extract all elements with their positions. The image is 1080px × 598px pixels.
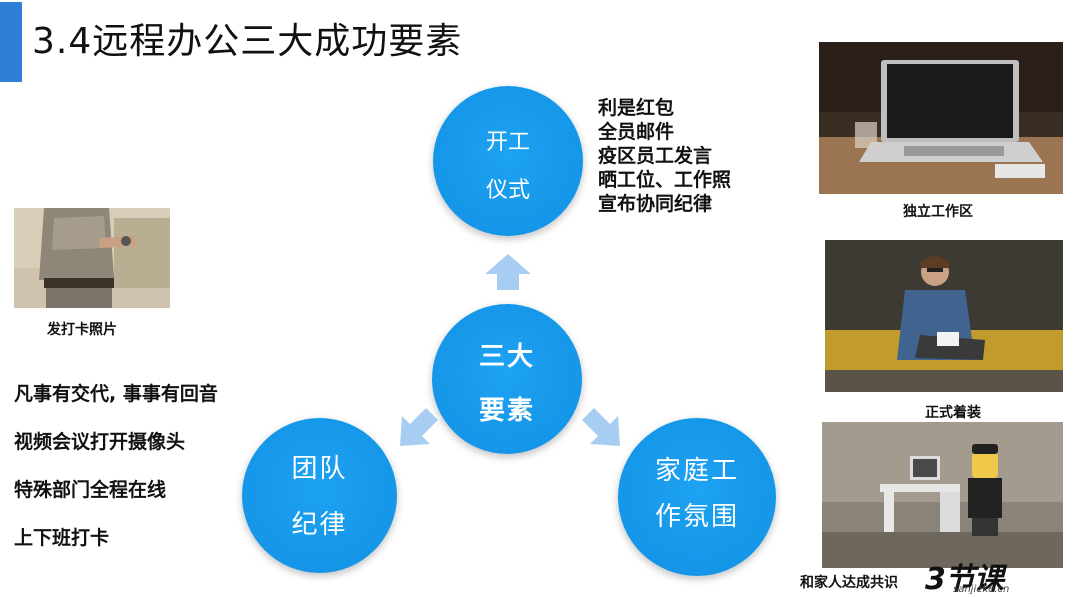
- circle-kaigong-line2: 仪式: [485, 178, 530, 203]
- checkin-photo-caption: 发打卡照片: [47, 322, 117, 338]
- list-item: 宣布协同纪律: [598, 193, 713, 215]
- list-item: 疫区员工发言: [598, 145, 713, 167]
- circle-kaigong-line1: 开工: [485, 130, 530, 155]
- circle-left-line2: 纪律: [291, 510, 348, 540]
- workspace-photo: [819, 42, 1063, 194]
- list-item: 上下班打卡: [14, 527, 110, 549]
- discipline-list: 凡事有交代, 事事有回音 视频会议打开摄像头 特殊部门全程在线 上下班打卡: [14, 370, 218, 562]
- circle-center-line1: 三大: [478, 342, 535, 372]
- circle-center: 三大 要素: [432, 304, 582, 454]
- family-photo-caption: 和家人达成共识: [800, 575, 898, 591]
- logo-url: sanjieke.cn: [953, 584, 1010, 595]
- circle-kaigong: 开工 仪式: [433, 86, 583, 236]
- arrow-up-icon: [485, 254, 531, 290]
- checkin-photo: [14, 208, 170, 308]
- circle-center-line2: 要素: [478, 396, 535, 426]
- slide-title: 3.4远程办公三大成功要素: [32, 21, 463, 62]
- circle-right-line1: 家庭工: [654, 456, 739, 486]
- title-accent-bar: [0, 2, 22, 82]
- circle-team-discipline: 团队 纪律: [242, 418, 397, 573]
- circle-left-line1: 团队: [291, 454, 348, 484]
- attire-photo: [825, 240, 1063, 392]
- list-item: 凡事有交代, 事事有回音: [14, 383, 218, 405]
- circle-right-line2: 作氛围: [654, 502, 739, 532]
- list-item: 特殊部门全程在线: [14, 479, 167, 501]
- logo-text: 3节课: [925, 562, 1004, 597]
- list-item: 利是红包: [598, 97, 675, 119]
- arrow-down-right-icon: [582, 408, 620, 446]
- attire-photo-caption: 正式着装: [925, 405, 981, 421]
- circle-family-atmosphere: 家庭工 作氛围: [618, 418, 776, 576]
- kaigong-list: 利是红包 全员邮件 疫区员工发言 晒工位、工作照 宣布协同纪律: [598, 96, 731, 216]
- list-item: 视频会议打开摄像头: [14, 431, 186, 453]
- family-photo: [822, 422, 1063, 568]
- list-item: 晒工位、工作照: [598, 169, 732, 191]
- arrow-down-left-icon: [400, 408, 438, 446]
- sanjieke-logo: 3节课 sanjieke.cn: [925, 560, 1025, 597]
- workspace-photo-caption: 独立工作区: [903, 204, 973, 220]
- list-item: 全员邮件: [598, 121, 675, 143]
